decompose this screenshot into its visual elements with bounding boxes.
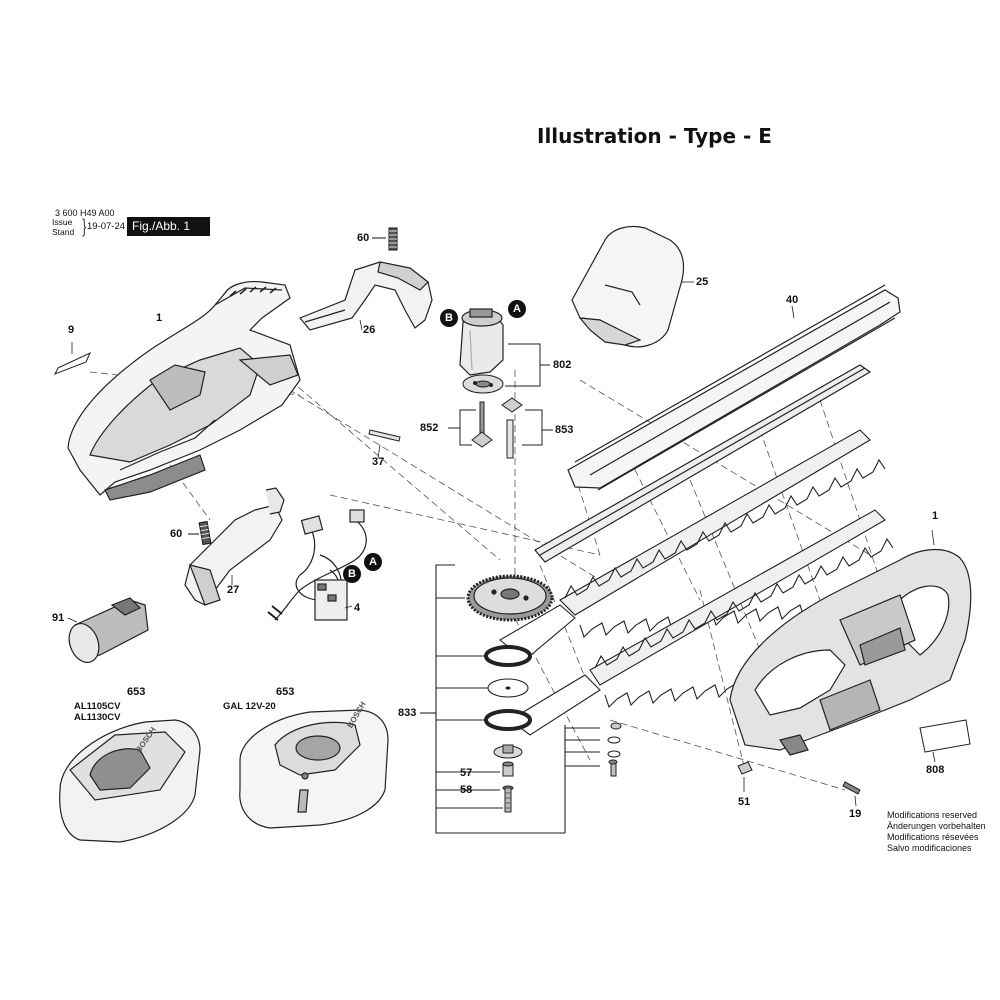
notice-line-en: Modifications reserved (887, 810, 978, 820)
switch-lever-26 (299, 261, 433, 331)
label-plate-9 (53, 342, 92, 375)
part-label-653-left: 653 (127, 686, 146, 698)
connector-marker-a-top (508, 300, 526, 318)
pinion-washer (462, 374, 504, 394)
part-label-833: 833 (398, 707, 417, 719)
bracket-802 (505, 343, 550, 387)
part-label-60-mid: 60 (170, 528, 183, 540)
blade-guard-25 (571, 225, 694, 348)
screw-58 (502, 785, 514, 813)
pin-853-part (501, 397, 523, 459)
part-label-60-top: 60 (357, 232, 370, 244)
connector-label-a-mid: A (369, 556, 377, 568)
issue-date: 19-07-24 (87, 221, 126, 232)
washer-disc (487, 678, 529, 698)
part-label-9: 9 (68, 324, 75, 336)
connector-marker-b-top (440, 309, 458, 327)
part-label-40: 40 (786, 294, 799, 306)
wiring-harness-4 (267, 509, 367, 621)
figure-label: Fig./Abb. 1 (127, 217, 210, 236)
housing-half-right (729, 529, 972, 756)
part-label-853: 853 (555, 424, 574, 436)
connector-label-a-top: A (513, 303, 521, 315)
part-label-808: 808 (926, 764, 945, 776)
drive-gear (466, 574, 554, 622)
motor-802 (459, 308, 504, 376)
notice-line-es: Salvo modificaciones (887, 843, 972, 853)
spring-60-mid (188, 520, 212, 546)
part-label-57: 57 (460, 767, 473, 779)
hedge-blade-lower (509, 509, 894, 736)
stand-label: Stand (52, 227, 75, 237)
notice-line-de: Änderungen vorbehalten (887, 821, 986, 831)
bracket-852 (448, 409, 476, 446)
small-fasteners (607, 722, 622, 777)
connector-label-b-top: B (445, 312, 453, 324)
bearing-plate (493, 744, 523, 759)
bushing-57 (502, 761, 514, 777)
part-label-91: 91 (52, 612, 65, 624)
charger-models-left: AL1105CV AL1130CV (74, 701, 120, 723)
issue-label: Issue (52, 217, 73, 227)
charger-model-al1105cv: AL1105CV (74, 701, 121, 712)
charger-gal-12v-20: BOSCH (239, 700, 389, 829)
cam-washer-2 (484, 709, 532, 731)
part-label-1-top: 1 (156, 312, 163, 324)
housing-half-left (67, 280, 301, 501)
notice-line-fr: Modifications résevées (887, 832, 979, 842)
modifications-notice: Modifications reserved Änderungen vorbeh… (887, 810, 986, 854)
charger-al1105cv: BOSCH (59, 719, 201, 843)
page-title: Illustration - Type - E (537, 124, 772, 148)
pin-852-part (471, 401, 493, 448)
part-label-852: 852 (420, 422, 439, 434)
part-label-51: 51 (738, 796, 751, 808)
connector-marker-a-mid (364, 553, 382, 571)
issue-stand-labels: Issue Stand (52, 217, 74, 237)
blade-cover-40 (567, 284, 901, 491)
cam-washer-1 (484, 645, 532, 667)
part-label-1-right: 1 (932, 510, 939, 522)
label-plate-808 (919, 719, 971, 763)
battery-pack-91 (67, 597, 149, 663)
part-label-26: 26 (363, 324, 376, 336)
part-label-25: 25 (696, 276, 709, 288)
bracket-853 (522, 409, 553, 446)
part-label-653-right: 653 (276, 686, 295, 698)
part-label-802: 802 (553, 359, 572, 371)
connector-label-b-mid: B (348, 568, 356, 580)
document-number: 3 600 H49 A00 (55, 208, 115, 218)
brace-glyph: } (81, 214, 88, 238)
screw-19 (842, 781, 861, 807)
spring-60-top (372, 227, 398, 251)
charger-model-al1130cv: AL1130CV (74, 712, 121, 723)
charger-model-gal-12v-20: GAL 12V-20 (223, 701, 276, 712)
part-label-19: 19 (849, 808, 862, 820)
blade-rail (534, 364, 872, 563)
connector-marker-b-mid (343, 565, 361, 583)
part-label-27: 27 (227, 584, 240, 596)
pin-37 (368, 429, 401, 459)
switch-lever-27 (184, 487, 285, 606)
part-label-58: 58 (460, 784, 473, 796)
clip-51 (737, 761, 753, 792)
bracket-833 (420, 564, 600, 834)
part-label-4: 4 (354, 602, 361, 614)
part-label-37: 37 (372, 456, 385, 468)
